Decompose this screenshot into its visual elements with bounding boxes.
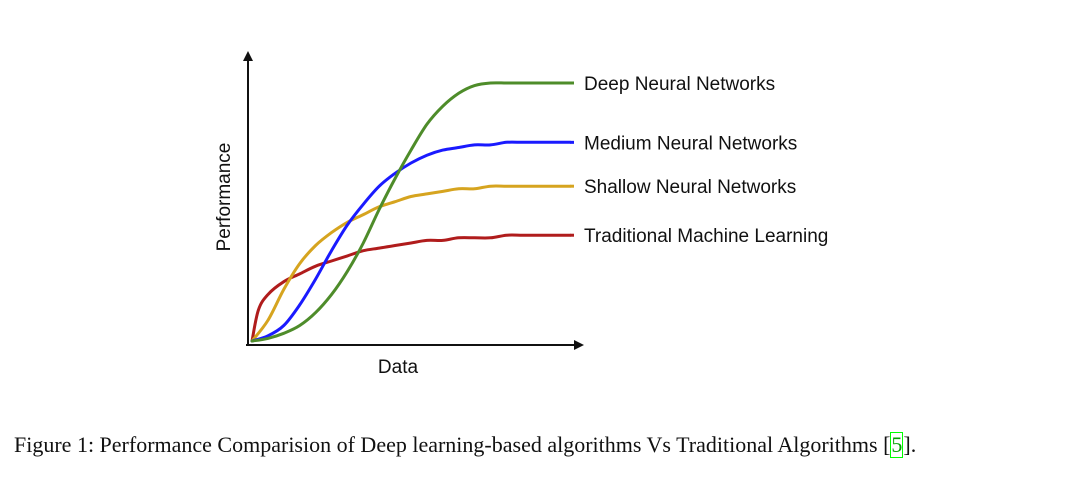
series-line-deep-neural-networks bbox=[250, 81, 572, 343]
series-layer bbox=[250, 81, 572, 343]
figure-caption: Figure 1: Performance Comparision of Dee… bbox=[14, 432, 1084, 458]
line-chart: Data Performance Deep Neural NetworksMed… bbox=[214, 51, 828, 378]
series-line-medium-neural-networks bbox=[250, 140, 572, 343]
legend-label-deep-neural-networks: Deep Neural Networks bbox=[584, 74, 775, 95]
legend-label-traditional-machine-learning: Traditional Machine Learning bbox=[584, 226, 828, 247]
y-axis-title: Performance bbox=[214, 143, 235, 252]
citation-link[interactable]: 5 bbox=[890, 432, 904, 458]
legend-label-shallow-neural-networks: Shallow Neural Networks bbox=[584, 177, 796, 198]
series-line-shallow-neural-networks bbox=[250, 184, 572, 343]
legend-label-medium-neural-networks: Medium Neural Networks bbox=[584, 133, 797, 154]
x-axis-title: Data bbox=[378, 357, 419, 378]
caption-end: ]. bbox=[903, 432, 917, 457]
caption-text: Figure 1: Performance Comparision of Dee… bbox=[14, 432, 891, 457]
